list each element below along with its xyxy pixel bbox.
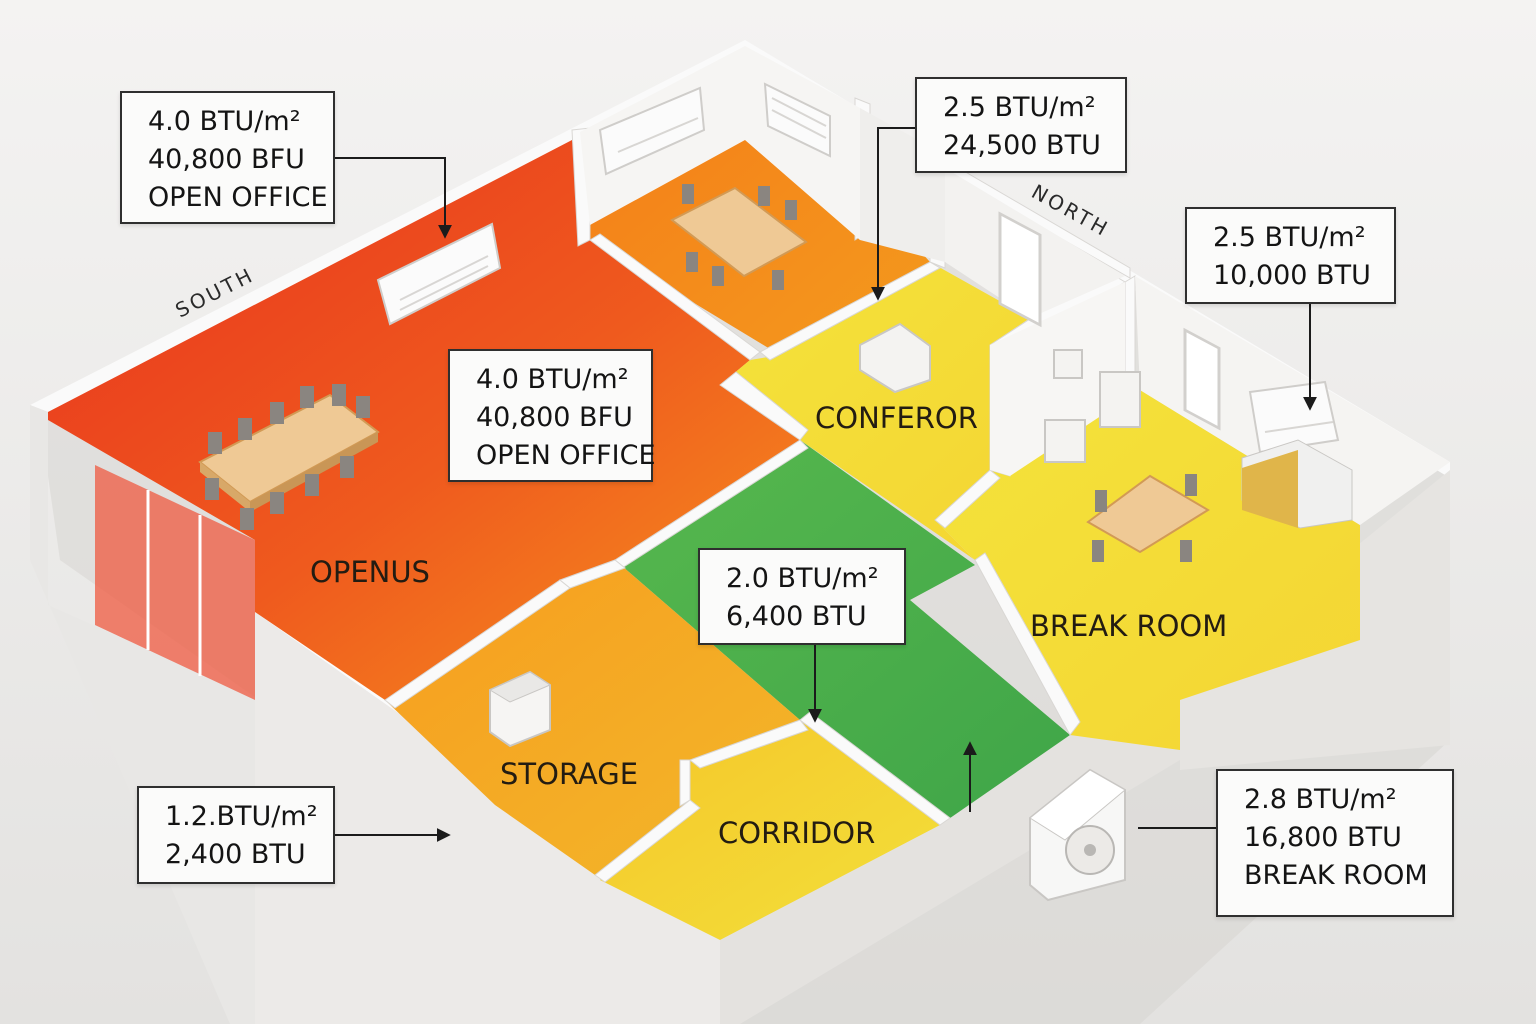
cabinet-conference (859, 322, 931, 394)
callout-line: BREAK ROOM (1244, 860, 1428, 891)
ac-unit-north (763, 82, 831, 158)
callout-line: 2,400 BTU (165, 839, 306, 870)
callout-open-office-mid: 4.0 BTU/m² 40,800 BFU OPEN OFFICE (448, 349, 656, 482)
kitchen-counter (1241, 439, 1353, 529)
table-meeting-room (670, 184, 808, 290)
callout-connectors (335, 127, 1317, 842)
zone-corridor (600, 720, 940, 940)
window-north-1 (998, 211, 1042, 328)
room-label-open-office: OPENUS (310, 555, 430, 589)
callout-line: OPEN OFFICE (148, 182, 328, 213)
ac-unit-open-office (376, 222, 502, 326)
window-break-1 (1183, 327, 1221, 431)
window-west (95, 465, 255, 700)
outdoor-ac-unit (1029, 768, 1126, 902)
room-label-break-room: BREAK ROOM (1030, 609, 1227, 643)
callout-storage: 1.2.BTU/m² 2,400 BTU (137, 786, 335, 884)
callout-line: 4.0 BTU/m² (148, 106, 301, 137)
room-label-storage: STORAGE (500, 757, 638, 791)
table-break-room (1086, 474, 1210, 562)
connector-conference (871, 127, 915, 301)
callout-corridor: 2.0 BTU/m² 6,400 BTU (698, 548, 906, 645)
callout-break-room-top: 2.5 BTU/m² 10,000 BTU (1185, 207, 1396, 304)
zone-open-office (48, 140, 800, 700)
callout-line: OPEN OFFICE (476, 440, 656, 471)
callout-line: 40,800 BFU (148, 144, 305, 175)
callout-line: 4.0 BTU/m² (476, 364, 629, 395)
room-label-conference: CONFEROR (815, 401, 978, 435)
callout-line: 1.2.BTU/m² (165, 801, 318, 832)
callout-open-office-top: 4.0 BTU/m² 40,800 BFU OPEN OFFICE (120, 91, 335, 224)
callout-line: 6,400 BTU (726, 601, 867, 632)
callout-line: 10,000 BTU (1213, 260, 1371, 291)
appliances-break-room (1044, 349, 1141, 463)
storage-box (488, 670, 552, 748)
callout-line: 2.5 BTU/m² (1213, 222, 1366, 253)
callout-line: 2.0 BTU/m² (726, 563, 879, 594)
wall-southeast-face (720, 672, 1180, 1024)
callout-conference: 2.5 BTU/m² 24,500 BTU (915, 77, 1127, 173)
callout-break-room-bottom: 2.8 BTU/m² 16,800 BTU BREAK ROOM (1216, 769, 1454, 917)
callout-line: 16,800 BTU (1244, 822, 1402, 853)
callout-line: 2.5 BTU/m² (943, 92, 1096, 123)
ac-unit-meeting-room (598, 86, 706, 176)
callout-line: 24,500 BTU (943, 130, 1101, 161)
back-wall-meeting (580, 46, 860, 240)
wall-south-face (255, 612, 720, 1024)
connector-open-office (335, 157, 452, 239)
callout-line: 40,800 BFU (476, 402, 633, 433)
table-open-office (198, 384, 380, 530)
callout-line: 2.8 BTU/m² (1244, 784, 1397, 815)
zone-conference (720, 262, 1030, 560)
room-label-corridor: CORRIDOR (718, 816, 875, 850)
